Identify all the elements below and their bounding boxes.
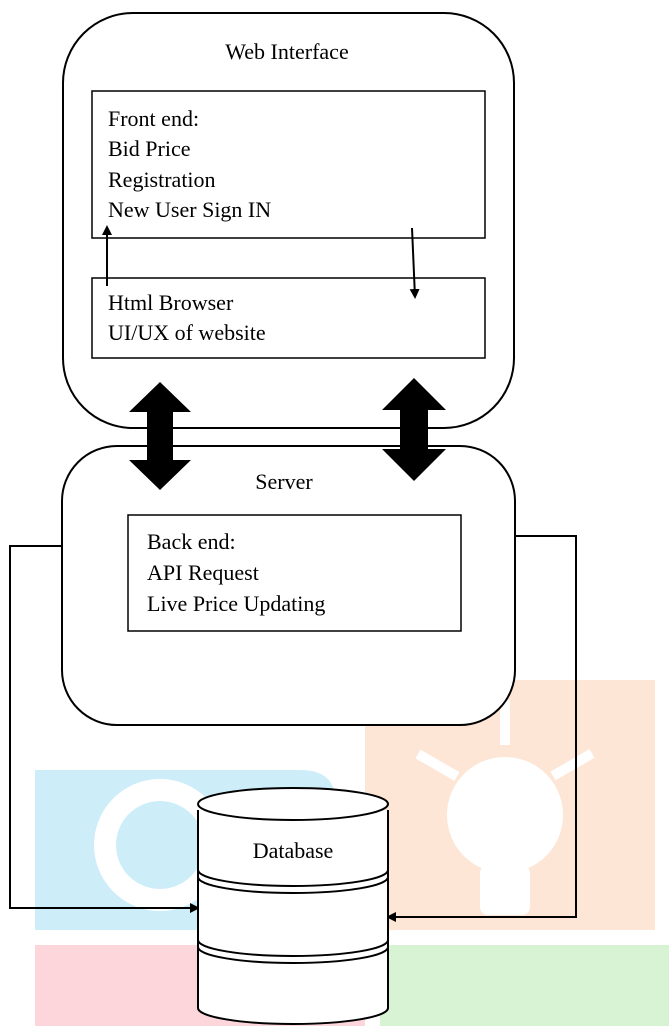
database-title: Database bbox=[252, 838, 334, 863]
front-end-box bbox=[91, 90, 486, 239]
server-title: Server bbox=[255, 469, 313, 494]
double-arrow-left bbox=[129, 382, 191, 490]
back-end-line-3: Live Price Updating bbox=[147, 591, 326, 616]
database-cylinder bbox=[197, 787, 389, 1025]
front-end-line-3: Registration bbox=[108, 167, 216, 192]
arrow-frontend-to-browser bbox=[409, 227, 420, 299]
front-end-line-1: Front end: bbox=[108, 106, 200, 131]
connector-left bbox=[9, 545, 200, 913]
front-end-line-4: New User Sign IN bbox=[108, 197, 272, 222]
browser-line-1: Html Browser bbox=[108, 290, 234, 315]
front-end-line-2: Bid Price bbox=[108, 136, 191, 161]
watermark-green-shape bbox=[380, 945, 669, 1026]
connector-right bbox=[386, 535, 577, 922]
lightbulb-icon bbox=[415, 700, 595, 915]
browser-line-2: UI/UX of website bbox=[108, 320, 266, 345]
double-arrow-right bbox=[382, 378, 446, 481]
back-end-line-1: Back end: bbox=[147, 529, 236, 554]
back-end-line-2: API Request bbox=[147, 560, 259, 585]
web-interface-title: Web Interface bbox=[225, 39, 349, 64]
back-end-box bbox=[127, 514, 462, 632]
